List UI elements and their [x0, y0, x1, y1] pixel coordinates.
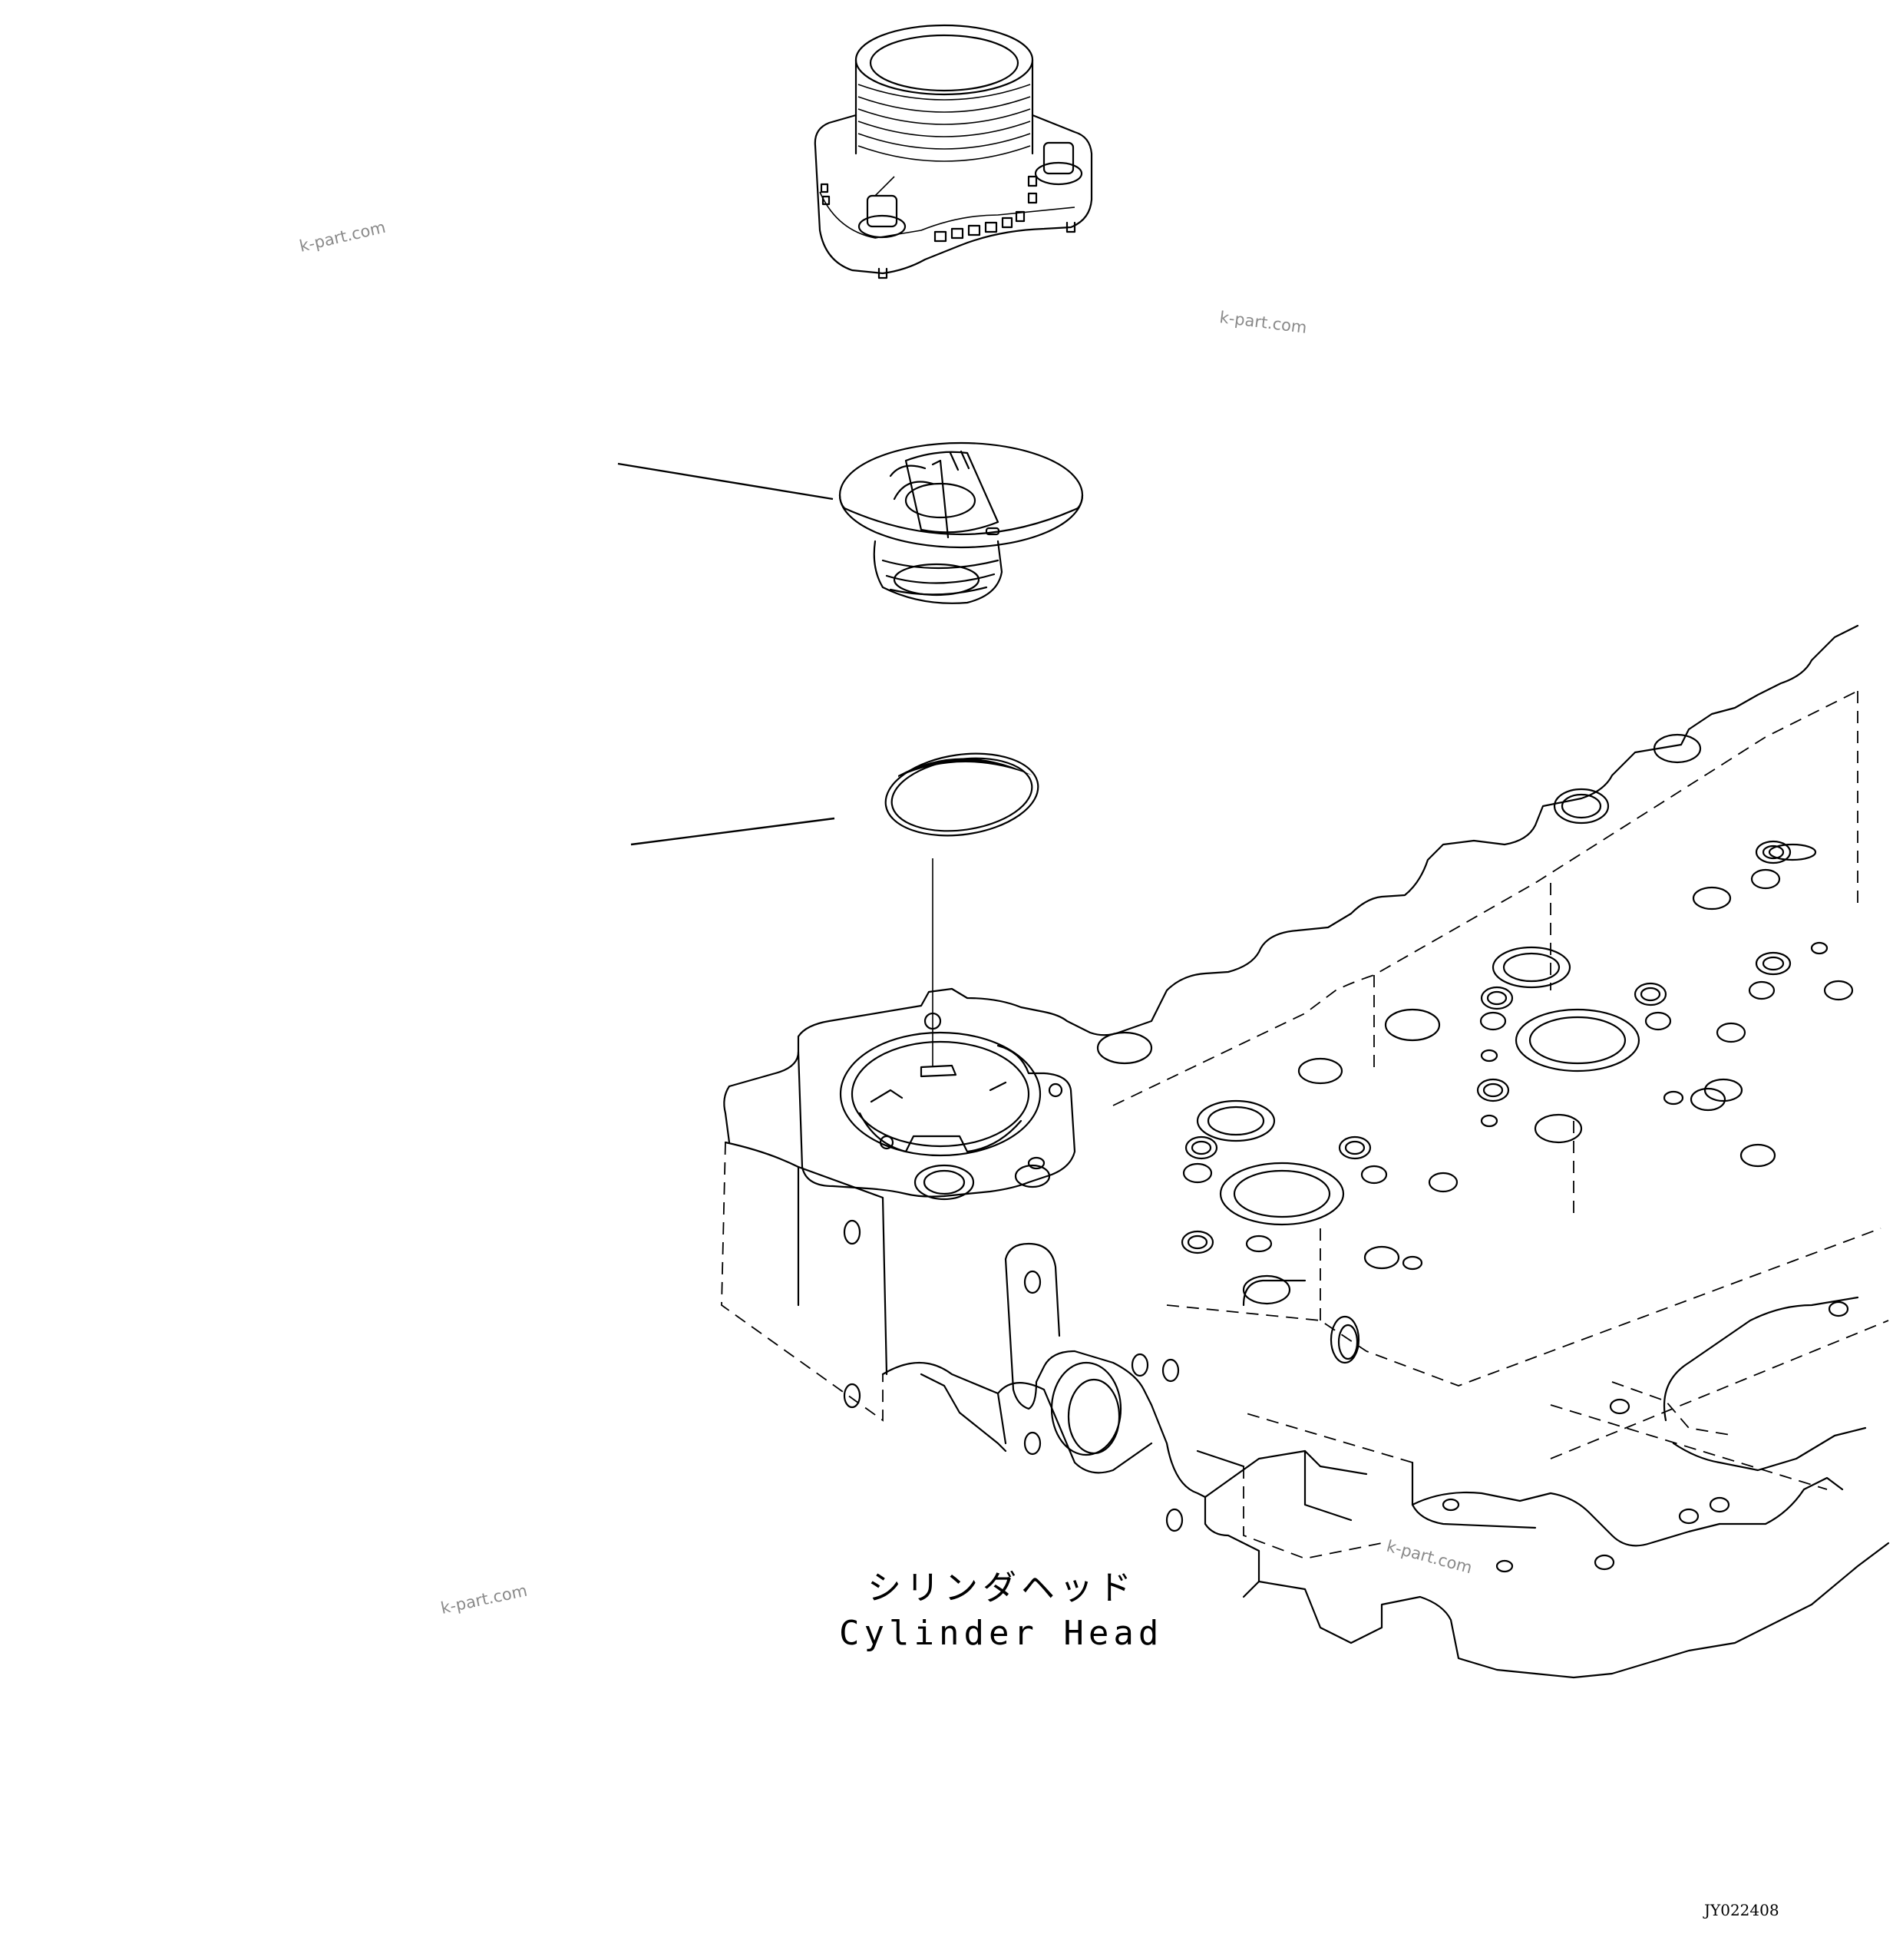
thermostat-housing: [814, 24, 1093, 279]
housing-slots: [820, 175, 1038, 243]
gasket-ring: [884, 752, 1039, 837]
cylinder-head-label-jp: シリンダヘッド: [867, 1568, 1136, 1608]
watermark-4: k-part.com: [1385, 1537, 1475, 1578]
thermostat-leader-line: [617, 462, 834, 501]
cylinder-head-label-en: Cylinder Head: [839, 1614, 1163, 1653]
watermark-1: k-part.com: [298, 218, 388, 256]
gasket-leader-line: [630, 817, 835, 846]
watermark-3: k-part.com: [439, 1582, 529, 1618]
drawing-code: JY022408: [1703, 1901, 1779, 1919]
thermostat: [838, 441, 1084, 604]
watermark-2: k-part.com: [1218, 308, 1307, 337]
cylinder-head: [721, 624, 1890, 1679]
